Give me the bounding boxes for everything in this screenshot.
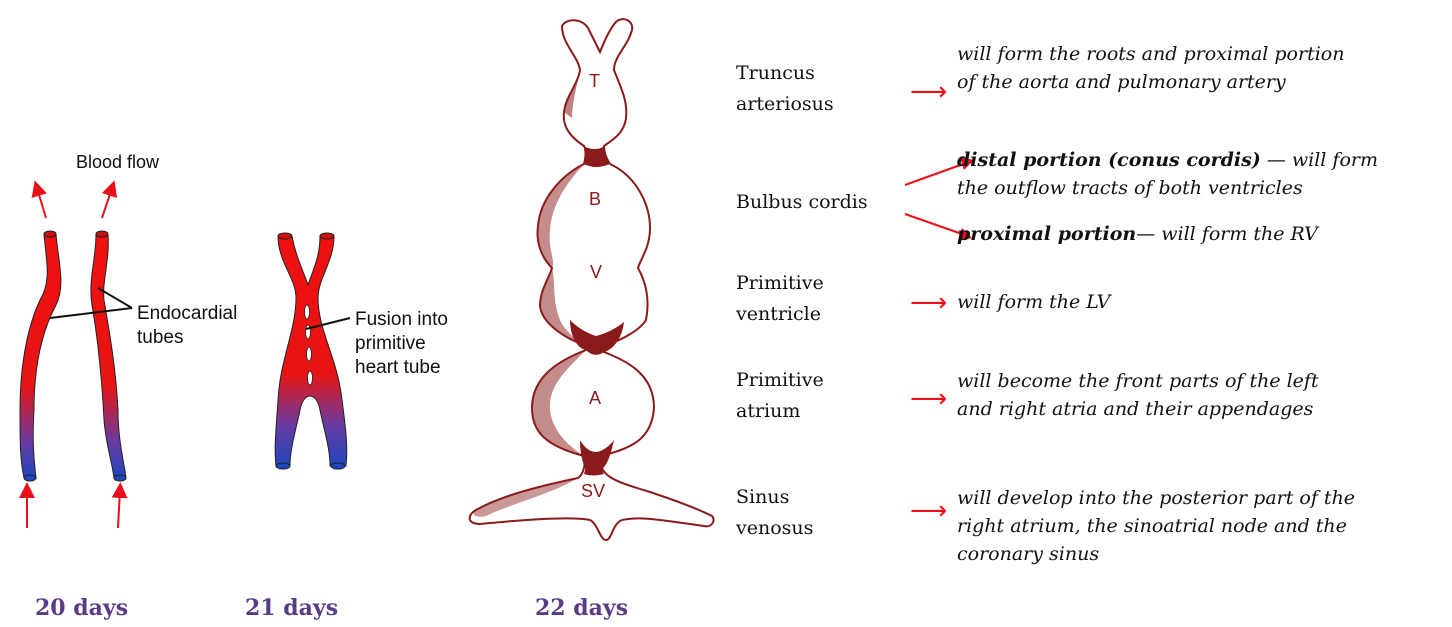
description-line: proximal portion— will form the RV [957, 220, 1448, 248]
stage-description-sinus-venosus: will develop into the posterior part of … [957, 484, 1448, 568]
distal-portion-bold: distal portion (conus cordis) [957, 149, 1261, 171]
description-line: will become the front parts of the left [957, 367, 1448, 395]
day-label-21: 21 days [245, 595, 338, 621]
stage-name-primitive-ventricle: Primitive ventricle [736, 268, 824, 330]
proximal-portion-bold: proximal portion [957, 223, 1136, 245]
description-line: the outflow tracts of both ventricles [957, 174, 1448, 202]
stage-name-sinus-venosus: Sinus venosus [736, 482, 813, 544]
description-line: coronary sinus [957, 540, 1448, 568]
proximal-portion-rest: — will form the RV [1136, 223, 1318, 245]
fusion-label-line2: primitive [355, 333, 426, 354]
right-arrow-icon: ⟶ [910, 290, 947, 316]
fusing-heart-tube-illustration [275, 233, 350, 469]
stage-name-line: Primitive [736, 268, 824, 299]
segment-letter-sinus: SV [581, 481, 605, 501]
description-line: and right atria and their appendages [957, 395, 1448, 423]
stage-name-line: Primitive [736, 365, 824, 396]
stage-name-truncus-arteriosus: Truncus arteriosus [736, 58, 834, 120]
stage-description-bulbus-distal: distal portion (conus cordis) — will for… [957, 146, 1448, 202]
description-line: will form the roots and proximal portion [957, 40, 1448, 68]
segment-letter-truncus: T [589, 71, 600, 91]
fusion-label-line1: Fusion into [355, 309, 448, 330]
distal-portion-rest: — will form [1261, 149, 1378, 171]
description-line: distal portion (conus cordis) — will for… [957, 146, 1448, 174]
day-label-20: 20 days [35, 595, 128, 621]
stage-name-line: arteriosus [736, 89, 834, 120]
stage-description-truncus-arteriosus: will form the roots and proximal portion… [957, 40, 1448, 96]
right-arrow-icon: ⟶ [910, 79, 947, 105]
stage-description-primitive-ventricle: will form the LV [957, 288, 1448, 316]
description-line: will form the LV [957, 288, 1448, 316]
stage-name-line: atrium [736, 396, 824, 427]
fusion-label-line3: heart tube [355, 357, 441, 378]
blood-flow-label: Blood flow [76, 152, 160, 172]
stage-name-line: ventricle [736, 299, 824, 330]
stage-description-bulbus-proximal: proximal portion— will form the RV [957, 220, 1448, 248]
stage-name-bulbus-cordis: Bulbus cordis [736, 187, 868, 218]
endocardial-label-line2: tubes [137, 327, 183, 348]
description-line: right atrium, the sinoatrial node and th… [957, 512, 1448, 540]
stage-name-primitive-atrium: Primitive atrium [736, 365, 824, 427]
stage-name-line: Bulbus cordis [736, 187, 868, 218]
endocardial-tubes-illustration [20, 188, 132, 528]
segment-letter-atrium: A [589, 388, 601, 408]
description-line: of the aorta and pulmonary artery [957, 68, 1448, 96]
right-arrow-icon: ⟶ [910, 386, 947, 412]
stage-description-primitive-atrium: will become the front parts of the left … [957, 367, 1448, 423]
right-arrow-icon: ⟶ [910, 498, 947, 524]
stage-name-line: venosus [736, 513, 813, 544]
stage-name-line: Sinus [736, 482, 813, 513]
stage-name-line: Truncus [736, 58, 834, 89]
segment-letter-ventricle: V [590, 262, 602, 282]
description-line: will develop into the posterior part of … [957, 484, 1448, 512]
day-label-22: 22 days [535, 595, 628, 621]
segment-letter-bulbus: B [589, 189, 601, 209]
endocardial-label-line1: Endocardial [137, 303, 237, 324]
